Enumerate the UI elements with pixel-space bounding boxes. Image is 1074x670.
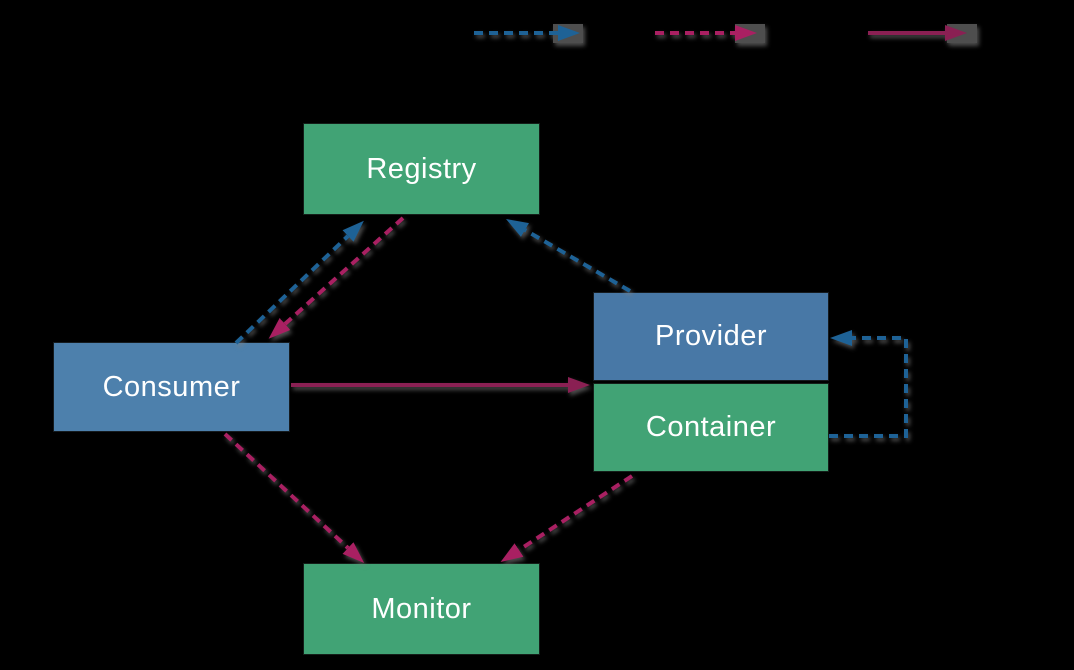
edge-container-to-monitor xyxy=(500,474,634,563)
node-provider: Provider xyxy=(593,292,829,381)
edge-container-to-provider-loop xyxy=(829,330,908,438)
node-registry: Registry xyxy=(303,123,540,215)
legend-marker-box-1 xyxy=(553,24,583,43)
node-registry-label: Registry xyxy=(366,152,477,185)
node-provider-label: Provider xyxy=(655,320,767,352)
legend-marker-box-3 xyxy=(947,24,977,43)
edge-consumer-to-monitor xyxy=(223,432,365,563)
legend xyxy=(474,24,977,43)
node-container: Container xyxy=(593,383,829,472)
legend-marker-box-2 xyxy=(735,24,765,43)
node-monitor-label: Monitor xyxy=(371,592,472,625)
node-consumer-label: Consumer xyxy=(102,370,241,403)
node-monitor: Monitor xyxy=(303,563,540,655)
node-consumer: Consumer xyxy=(53,342,290,432)
node-container-label: Container xyxy=(645,411,777,443)
edge-provider-to-registry xyxy=(505,218,632,293)
edge-consumer-to-registry xyxy=(234,220,364,345)
edge-registry-to-consumer xyxy=(268,216,405,339)
